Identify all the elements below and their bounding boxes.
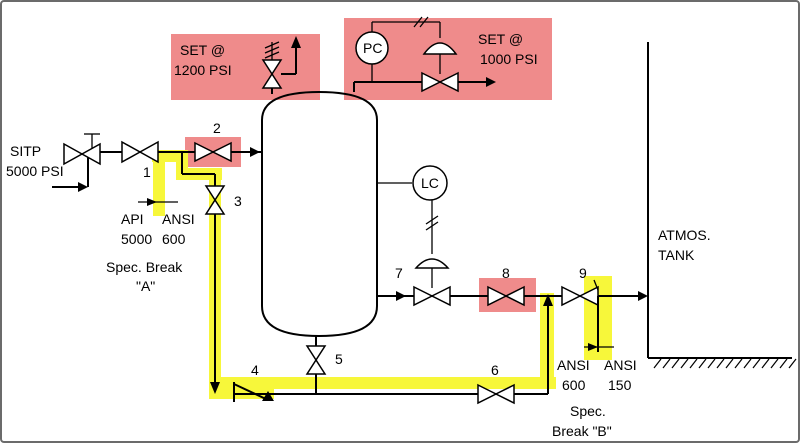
valve-8-icon xyxy=(487,285,525,307)
tank-inlet-arrow-icon xyxy=(638,291,648,301)
relief-valve-icon xyxy=(261,41,283,89)
riser-arrow-icon xyxy=(543,294,553,306)
api-label-2: 5000 xyxy=(121,231,152,247)
hatch-mark xyxy=(653,358,662,369)
ansi-a-label-2: 600 xyxy=(162,231,186,247)
valve-5-icon xyxy=(305,336,327,394)
valve-6-icon xyxy=(477,383,515,405)
ansi-b1-label-2: 600 xyxy=(562,377,586,393)
valve-number-1: 1 xyxy=(143,164,151,180)
hatch-mark xyxy=(689,358,698,369)
valve-1-icon xyxy=(121,140,159,164)
spec-break-a-arrow-icon xyxy=(147,198,157,206)
relief-set-label-1: SET @ xyxy=(180,42,225,58)
pressure-control-valve-icon xyxy=(421,42,459,93)
hatch-mark xyxy=(734,358,743,369)
vessel-inlet-arrow-icon xyxy=(250,147,260,157)
wellhead-valve-icon xyxy=(63,133,101,166)
hatch-mark xyxy=(779,358,788,369)
signal-hash-1 xyxy=(425,215,439,225)
valve-number-9: 9 xyxy=(579,265,587,281)
valve-number-7: 7 xyxy=(395,265,403,281)
spec-break-b-arrow-icon xyxy=(588,343,598,351)
spec-break-b-label-1: Spec. xyxy=(570,403,606,419)
ansi-b1-label-1: ANSI xyxy=(557,357,590,373)
valve-number-8: 8 xyxy=(502,265,510,281)
relief-set-label-2: 1200 PSI xyxy=(174,62,232,78)
liquid-outlet-arrow-icon xyxy=(396,291,406,301)
atmos-tank-label-1: ATMOS. xyxy=(658,227,711,243)
sitp-label-2: 5000 PSI xyxy=(6,163,64,179)
ansi-b2-label-1: ANSI xyxy=(604,357,637,373)
valve-number-4: 4 xyxy=(251,362,259,378)
pc-label: PC xyxy=(363,40,382,56)
hatch-mark xyxy=(671,358,680,369)
hatch-mark xyxy=(752,358,761,369)
highlight-drain-header xyxy=(234,377,556,389)
valve-number-2: 2 xyxy=(213,120,221,136)
atmos-tank-label-2: TANK xyxy=(658,247,695,263)
pc-set-label-1: SET @ xyxy=(478,31,523,47)
valve-3-icon xyxy=(204,185,226,215)
valve-number-6: 6 xyxy=(491,362,499,378)
valve-9-icon xyxy=(561,279,599,307)
pc-signal-hash-1 xyxy=(413,16,423,28)
highlight-spec-break-a xyxy=(153,150,165,216)
spec-break-a-label-2: "A" xyxy=(136,278,155,294)
hatch-mark xyxy=(716,358,725,369)
valve-7-icon xyxy=(413,258,451,307)
valve-2-icon xyxy=(194,141,232,163)
spec-break-a-label-1: Spec. Break xyxy=(106,259,183,275)
hatch-mark xyxy=(698,358,707,369)
relief-arrow-icon xyxy=(291,36,301,48)
api-label-1: API xyxy=(121,211,144,227)
gas-outlet-arrow-icon xyxy=(486,77,496,87)
sitp-arrow-icon xyxy=(78,182,88,192)
hatch-mark xyxy=(770,358,779,369)
pc-set-label-2: 1000 PSI xyxy=(480,51,538,67)
hatch-mark xyxy=(761,358,770,369)
signal-hash-2 xyxy=(425,221,439,231)
lc-label: LC xyxy=(421,175,439,191)
ansi-a-label-1: ANSI xyxy=(162,211,195,227)
separator-vessel xyxy=(261,90,378,338)
sitp-label-1: SITP xyxy=(10,143,41,159)
pc-signal-hash-2 xyxy=(419,16,429,28)
valve-number-3: 3 xyxy=(234,193,242,209)
hatch-mark xyxy=(725,358,734,369)
hatch-mark xyxy=(707,358,716,369)
level-controller-icon xyxy=(412,165,448,201)
bypass-down-arrow-icon xyxy=(210,382,220,394)
valve-4-icon xyxy=(233,382,274,402)
valve-number-5: 5 xyxy=(335,351,343,367)
hatch-mark xyxy=(680,358,689,369)
hatch-mark xyxy=(788,358,797,369)
spec-break-b-label-2: Break "B" xyxy=(552,423,612,439)
ansi-b2-label-2: 150 xyxy=(608,377,632,393)
ground-hatching xyxy=(653,358,797,369)
hatch-mark xyxy=(662,358,671,369)
hatch-mark xyxy=(743,358,752,369)
